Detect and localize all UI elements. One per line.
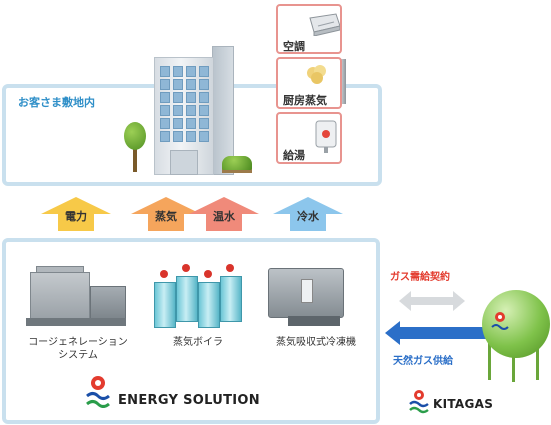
boiler-valve (204, 270, 212, 278)
arrow-label: 電力 (65, 210, 87, 223)
air-conditioner-icon (309, 13, 340, 36)
bush-icon (222, 156, 252, 170)
building-window (173, 105, 183, 116)
boiler-unit (198, 282, 220, 328)
gas-contract-label: ガス需給契約 (390, 272, 450, 283)
building-window (160, 131, 170, 142)
chiller-control-panel (301, 279, 313, 303)
supply-arrow-electricity: 電力 (40, 196, 112, 232)
building-window (173, 79, 183, 90)
building-window (160, 105, 170, 116)
water-heater-icon (315, 120, 337, 153)
kitchen-steamer-icon (307, 65, 326, 84)
steam-boiler-label: 蒸気ボイラ (173, 337, 223, 348)
tank-leg (512, 350, 515, 382)
equipment-label: 空調 (283, 40, 305, 53)
arrow-label: 温水 (213, 210, 235, 223)
building-window (173, 118, 183, 129)
tank-logo-icon (491, 312, 509, 330)
boiler-valve (160, 270, 168, 278)
building-window (186, 66, 196, 77)
equipment-label: 厨房蒸気 (283, 94, 327, 107)
building-window (199, 79, 209, 90)
building-window (199, 131, 209, 142)
building-window (186, 118, 196, 129)
cogeneration-system-icon (30, 272, 90, 320)
arrow-label: 冷水 (297, 210, 319, 223)
building-window (186, 79, 196, 90)
building-window (199, 118, 209, 129)
building-window (199, 66, 209, 77)
tree-icon (124, 122, 146, 150)
boiler-unit (176, 276, 198, 322)
energy-solution-logo-icon (86, 376, 110, 408)
boiler-unit (154, 282, 176, 328)
cogeneration-label: コージェネレーション システム (18, 336, 138, 362)
premises-title: お客さま敷地内 (18, 96, 95, 109)
tank-leg (536, 340, 539, 380)
kitagas-brand: KITAGAS (433, 397, 494, 411)
supply-arrow-hot-water: 温水 (188, 196, 260, 232)
supply-arrow-cold-water: 冷水 (272, 196, 344, 232)
building-window (173, 92, 183, 103)
absorption-chiller-label: 蒸気吸収式冷凍機 (276, 337, 356, 348)
label-line: システム (58, 350, 98, 361)
building-window (160, 66, 170, 77)
supply-arrow-steam: 蒸気 (130, 196, 202, 232)
building-window (199, 105, 209, 116)
building-window (186, 92, 196, 103)
equipment-card-kitchen-steam: 厨房蒸気 (276, 57, 342, 109)
arrow-label: 蒸気 (155, 210, 177, 223)
gas-supply-arrow-icon (385, 321, 487, 345)
building-window (160, 92, 170, 103)
gas-supply-label: 天然ガス供給 (393, 356, 453, 367)
building-window (199, 92, 209, 103)
building-window (160, 118, 170, 129)
building-entrance (170, 150, 198, 175)
double-arrow-icon (399, 291, 465, 311)
label-line: コージェネレーション (28, 337, 128, 348)
generator-unit (90, 286, 126, 320)
energy-solution-brand: ENERGY SOLUTION (118, 393, 260, 408)
equipment-card-air-conditioning: 空調 (276, 4, 342, 54)
cogeneration-base (26, 318, 126, 326)
building-window (173, 66, 183, 77)
equipment-label: 給湯 (283, 149, 305, 162)
kitagas-logo-icon (409, 390, 429, 414)
tree-trunk (133, 148, 137, 172)
boiler-valve (226, 264, 234, 272)
lng-tank-icon (482, 290, 550, 358)
building-window (186, 131, 196, 142)
equipment-card-hot-water: 給湯 (276, 112, 342, 164)
boiler-unit (220, 276, 242, 322)
building-window (186, 105, 196, 116)
tank-leg (488, 340, 491, 380)
boiler-valve (182, 264, 190, 272)
chiller-base (288, 316, 340, 326)
building-window (160, 79, 170, 90)
building-window (173, 131, 183, 142)
